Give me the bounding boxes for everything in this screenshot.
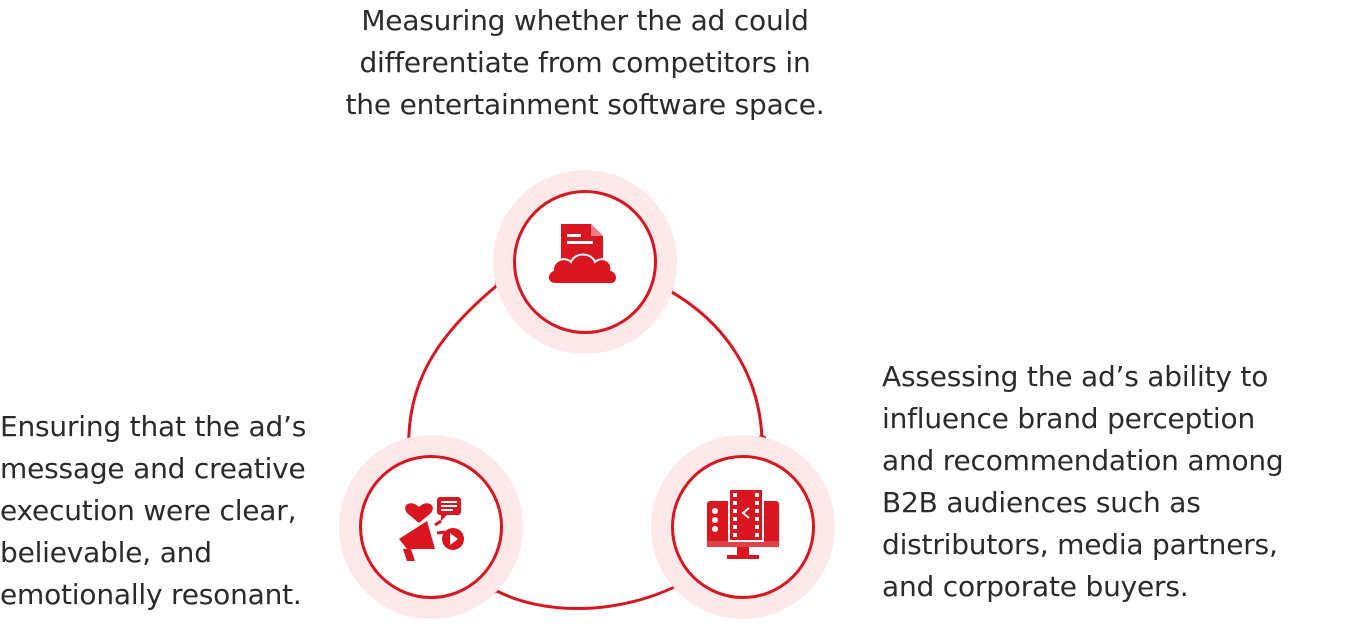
- node-inner-circle: [671, 455, 815, 599]
- label-brand-perception: Assessing the ad’s ability to influence …: [882, 356, 1284, 608]
- label-line: believable, and: [0, 536, 212, 569]
- label-line: and corporate buyers.: [882, 570, 1189, 603]
- node-differentiation: [493, 170, 677, 354]
- label-line: emotionally resonant.: [0, 578, 302, 611]
- label-line: the entertainment software space.: [345, 88, 825, 121]
- label-line: and recommendation among: [882, 444, 1284, 477]
- label-line: Assessing the ad’s ability to: [882, 360, 1269, 393]
- arc-top-left: [407, 281, 501, 461]
- monitor-video-icon: [707, 488, 779, 559]
- label-line: Ensuring that the ad’s: [0, 410, 307, 443]
- node-inner-circle: [513, 190, 657, 334]
- label-line: distributors, media partners,: [882, 528, 1278, 561]
- arc-bottom: [492, 578, 689, 611]
- label-line: influence brand perception: [882, 402, 1255, 435]
- label-message-clarity: Ensuring that the ad’s message and creat…: [0, 406, 306, 616]
- label-line: execution were clear,: [0, 494, 297, 527]
- document-cloud-icon: [547, 224, 618, 285]
- label-line: Measuring whether the ad could: [361, 4, 809, 37]
- node-inner-circle: [359, 455, 503, 599]
- arc-top-right: [654, 281, 764, 441]
- label-differentiation: Measuring whether the ad could different…: [330, 0, 840, 126]
- megaphone-social-icon: [399, 497, 464, 561]
- node-message-clarity: [339, 435, 523, 619]
- node-brand-perception: [651, 435, 835, 619]
- label-line: B2B audiences such as: [882, 486, 1201, 519]
- label-line: differentiate from competitors in: [359, 46, 811, 79]
- label-line: message and creative: [0, 452, 306, 485]
